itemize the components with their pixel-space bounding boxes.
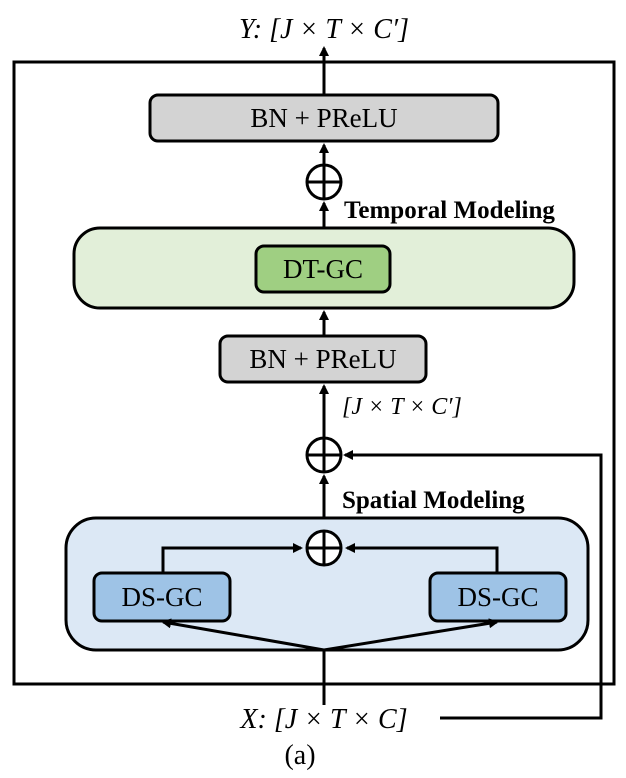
spatial-modeling-label: Spatial Modeling <box>342 487 525 514</box>
residual-sum-icon <box>305 436 343 474</box>
output-label: Y: [J × T × C′] <box>239 14 409 45</box>
bn-prelu-top-label: BN + PReLU <box>250 103 397 133</box>
right-branch-line <box>345 543 499 573</box>
intermediate-dimension-label: [J × T × C′] <box>342 394 462 420</box>
dt-gc-label: DT-GC <box>283 254 363 284</box>
bn-prelu-mid-label: BN + PReLU <box>249 344 396 374</box>
temporal-modeling-label: Temporal Modeling <box>344 197 555 224</box>
input-label: X: [J × T × C] <box>239 704 407 735</box>
ds-gc-left-label: DS-GC <box>121 582 202 612</box>
residual-skip-connection <box>343 450 603 720</box>
figure-caption: (a) <box>284 740 315 771</box>
bn-prelu-mid-box <box>218 334 428 384</box>
input-to-left-ds-gc-arrow <box>161 618 325 652</box>
left-branch-line <box>161 543 303 573</box>
outer-frame <box>12 60 616 686</box>
dt-gc-box <box>254 244 392 294</box>
top-sum-icon <box>305 163 343 201</box>
bn-prelu-top-box <box>148 93 500 143</box>
spatial-sum-icon <box>305 529 343 567</box>
input-to-right-ds-gc-arrow <box>323 618 499 652</box>
ds-gc-right-label: DS-GC <box>457 582 538 612</box>
